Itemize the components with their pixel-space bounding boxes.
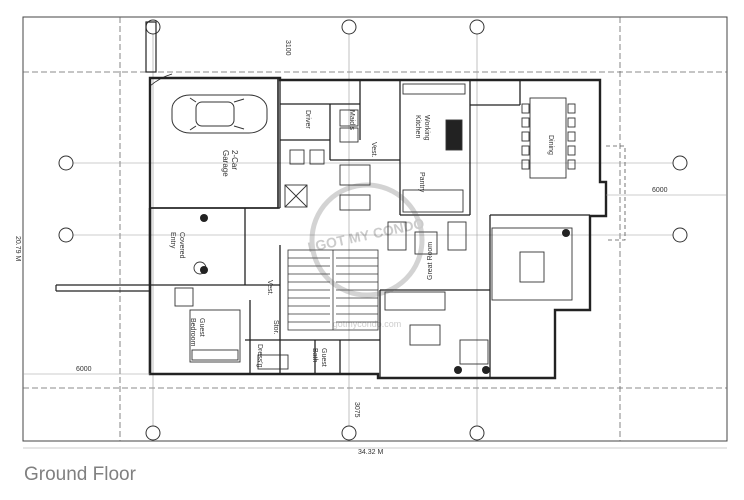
plant-icon (200, 214, 208, 222)
grid-bubble (58, 155, 74, 171)
plant-icon (482, 366, 490, 374)
room-labels: 2-CarGarage Driver Maid's WorkingKitchen… (169, 110, 554, 368)
dim-overall-depth: 20.79 M (14, 236, 21, 261)
property-boundary (22, 16, 728, 442)
room-label-vest-top: Vest. (370, 142, 377, 158)
grid-bubble (469, 425, 485, 441)
room-label-pantry: Pantry (418, 172, 425, 193)
grid-bubble (341, 425, 357, 441)
room-label-driver: Driver (304, 110, 311, 129)
grid-bubble (341, 19, 357, 35)
dim-top-setback: 3100 (284, 40, 291, 56)
grid-bubble (58, 227, 74, 243)
terrace-outline (606, 145, 626, 241)
room-label-dressing: Dress'g (256, 344, 263, 368)
floor-plan-caption: Ground Floor (24, 464, 136, 485)
dim-right-setback: 6000 (652, 187, 668, 194)
interior-walls (149, 80, 590, 378)
room-label-storage: Stor. (272, 320, 279, 334)
room-label-dining: Dining (547, 135, 554, 155)
plant-icon (562, 229, 570, 237)
dining-table (521, 97, 576, 179)
grid-bubble (672, 155, 688, 171)
room-label-maids: Maid's (348, 110, 355, 131)
room-label-garage: 2-CarGarage (221, 150, 239, 177)
plant-icon (200, 266, 208, 274)
room-label-covered-entry: CoveredEntry (169, 232, 185, 259)
car-icon (171, 94, 268, 134)
dim-left-setback: 6000 (76, 366, 92, 373)
site-extension (55, 284, 150, 292)
dim-overall-width: 34.32 M (358, 449, 383, 456)
plant-icon (454, 366, 462, 374)
grid-bubble (469, 19, 485, 35)
grid-axes (66, 30, 680, 430)
room-label-guest-bedroom: GuestBedroom (189, 318, 205, 347)
staircase (287, 249, 379, 331)
guest-bedroom-furniture (174, 287, 289, 370)
room-label-vest-stair: Vest. (266, 280, 273, 296)
grid-bubble (145, 425, 161, 441)
dimension-labels: 3100 3075 34.32 M 20.79 M 6000 6000 (14, 40, 668, 456)
setback-lines (23, 17, 727, 441)
dim-bottom-setback: 3075 (353, 402, 360, 418)
grid-bubble (672, 227, 688, 243)
floor-plan: I GOT MY CONDO gotmycondo.com 2-CarGarag… (14, 16, 728, 456)
watermark: I GOT MY CONDO gotmycondo.com (306, 182, 426, 329)
room-label-guest-bath: GuestBath (311, 348, 327, 367)
room-label-great-room: Great Room (427, 242, 434, 280)
watermark-url: gotmycondo.com (333, 319, 402, 329)
garage (145, 21, 279, 209)
room-label-working-kitchen: WorkingKitchen (414, 115, 430, 141)
plant-icons (200, 214, 570, 374)
kitchen-fixtures (284, 83, 466, 213)
